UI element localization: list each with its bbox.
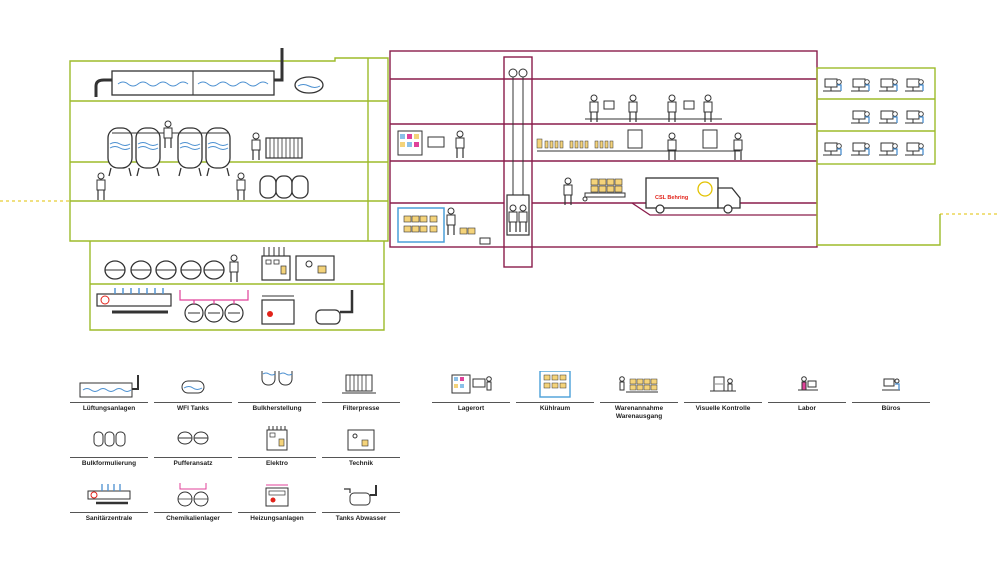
chemical-storage (179, 290, 249, 323)
bulk-formulation (259, 175, 309, 199)
legend-rule (600, 402, 678, 403)
legend-label: Elektro (265, 460, 289, 467)
legend-rule (238, 402, 316, 403)
legend-label: Warenannahme Warenausgang (614, 405, 664, 420)
legend-rule (154, 512, 232, 513)
wfi-tank-icon (181, 380, 205, 394)
goods-receiving-dispatch: CSL Behring (563, 177, 817, 216)
cold-room-icon (539, 371, 571, 398)
legend-item-heizung: Heizungsanlagen (238, 481, 316, 533)
legend-item-elektro: Elektro (238, 426, 316, 478)
sanitary-center-icon (87, 484, 131, 505)
filter-press-icon (342, 374, 376, 394)
legend-item-kuehlraum: Kühlraum (516, 371, 594, 423)
legend-label: Visuelle Kontrolle (695, 405, 751, 412)
ventilation-unit (94, 48, 324, 97)
heating-system (261, 295, 295, 325)
wastewater-tank-icon (344, 485, 377, 506)
buffer-tanks (104, 254, 239, 283)
legend-rule (322, 402, 400, 403)
office-workstations (822, 78, 924, 156)
legend-label: Bulkherstellung (252, 405, 302, 412)
electrical-cabinet (261, 247, 291, 281)
legend-item-lagerort: Lagerort (432, 371, 510, 423)
sanitary-center (96, 288, 172, 314)
legend-rule (70, 402, 148, 403)
production-building (69, 57, 389, 331)
laboratory-icon (798, 376, 818, 391)
chemical-storage-icon (177, 483, 209, 507)
legend-rule (322, 457, 400, 458)
legend-item-filterpresse: Filterpresse (322, 371, 400, 423)
heating-system-icon (265, 484, 289, 507)
legend-label: Büros (881, 405, 901, 412)
legend-item-waren: Warenannahme Warenausgang (600, 371, 678, 423)
legend-label: Kühlraum (539, 405, 571, 412)
bulk-vessels (96, 120, 261, 201)
legend-label: Heizungsanlagen (250, 515, 304, 522)
legend-item-lueftung: Lüftungsanlagen (70, 371, 148, 423)
legend-rule (684, 402, 762, 403)
office-annex (816, 67, 941, 246)
legend-item-bulkformulierung: Bulkformulierung (70, 426, 148, 478)
legend-item-sanitaer: Sanitärzentrale (70, 481, 148, 533)
legend-label: Sanitärzentrale (85, 515, 133, 522)
bulk-vessel-icon (261, 371, 293, 386)
office-workstation-icon (882, 378, 900, 391)
legend-rule (154, 402, 232, 403)
legend-rule (322, 512, 400, 513)
legend-item-bueros: Büros (852, 371, 930, 423)
filter-press (265, 137, 303, 159)
legend-item-kontrolle: Visuelle Kontrolle (684, 371, 762, 423)
laboratory (585, 94, 722, 123)
legend-label: WFI Tanks (176, 405, 210, 412)
legend-item-technik: Technik (322, 426, 400, 478)
electrical-cabinet-icon (266, 426, 288, 451)
legend-item-bulkherstellung: Bulkherstellung (238, 371, 316, 423)
legend-item-abwasser: Tanks Abwasser (322, 481, 400, 533)
technical-unit-icon (347, 429, 375, 451)
legend-rule (70, 457, 148, 458)
legend-rule (70, 512, 148, 513)
storage-shelf-icon (451, 374, 492, 394)
legend-rule (154, 457, 232, 458)
legend-label: Lüftungsanlagen (82, 405, 136, 412)
cold-room (397, 207, 491, 245)
visual-inspection (536, 129, 743, 161)
storage-location (397, 130, 465, 159)
visual-inspection-icon (710, 376, 736, 392)
legend-rule (516, 402, 594, 403)
goods-handling-icon (619, 376, 658, 393)
legend-label: Bulkformulierung (81, 460, 137, 467)
legend-label: Chemikalienlager (166, 515, 220, 522)
legend-item-wfi: WFI Tanks (154, 371, 232, 423)
legend-label: Lagerort (457, 405, 485, 412)
legend-item-labor: Labor (768, 371, 846, 423)
bulk-formulation-icon (93, 431, 126, 447)
legend-rule (768, 402, 846, 403)
legend-rule (852, 402, 930, 403)
truck-company-label: CSL Behring (655, 195, 688, 201)
buffer-tank-icon (177, 431, 209, 445)
elevator (506, 68, 530, 236)
legend-item-pufferansatz: Pufferansatz (154, 426, 232, 478)
legend-item-chemikalien: Chemikalienlager (154, 481, 232, 533)
legend-rule (238, 512, 316, 513)
legend-label: Pufferansatz (173, 460, 213, 467)
legend-label: Filterpresse (342, 405, 380, 412)
legend-label: Tanks Abwasser (335, 515, 387, 522)
ventilation-icon (79, 375, 139, 398)
technical-unit (295, 255, 335, 281)
legend-rule (432, 402, 510, 403)
legend-label: Labor (797, 405, 817, 412)
legend-label: Technik (348, 460, 374, 467)
legend-rule (238, 457, 316, 458)
wastewater-tank (315, 290, 354, 325)
